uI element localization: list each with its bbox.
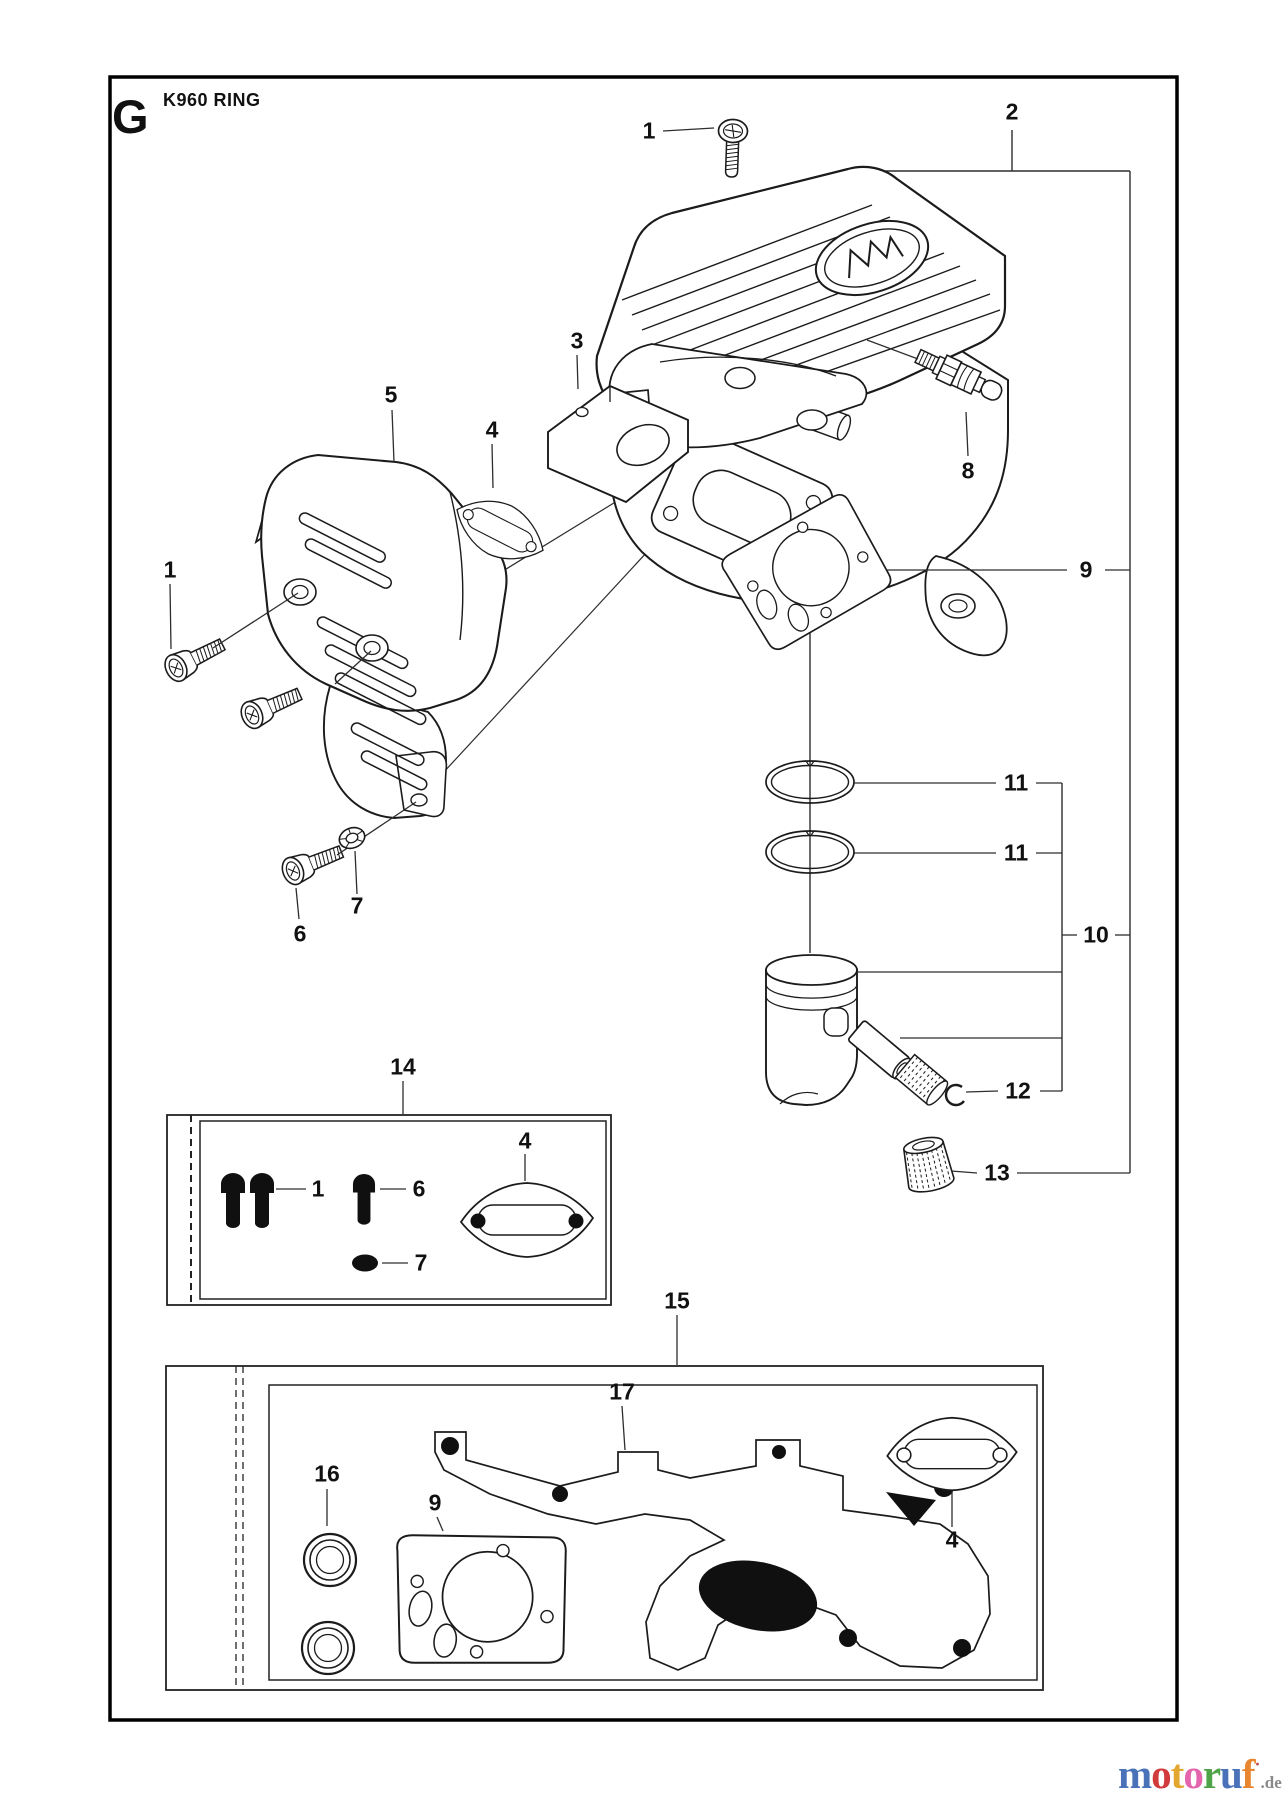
crank-seal-1-drawing	[302, 1532, 358, 1588]
motoruf-logo: motoruf·.de	[1118, 1750, 1282, 1798]
logo-letter: m	[1118, 1751, 1152, 1797]
callout-3-plate: 3	[570, 327, 584, 354]
callout-1-muffler-screw: 1	[163, 556, 177, 583]
callout-13-bearing: 13	[984, 1159, 1010, 1186]
wrist-pin-drawing	[848, 1020, 965, 1107]
callout-7-washer: 7	[350, 892, 364, 919]
cylinder-drawing	[595, 165, 1009, 657]
logo-letter: f	[1241, 1751, 1256, 1797]
crankcase-gasket-drawing	[434, 1431, 991, 1671]
kit-exhaust-gasket-drawing	[886, 1416, 1018, 1492]
callout-16-seals: 16	[314, 1460, 340, 1487]
callout-11-ring-1: 11	[1003, 769, 1029, 796]
kit-gasket-drawing	[460, 1182, 594, 1258]
callout-11-ring-2: 11	[1003, 839, 1029, 866]
callout-1-cylinder-screw: 1	[642, 117, 656, 144]
muffler-drawing	[254, 453, 508, 819]
crank-seal-2-drawing	[300, 1620, 356, 1676]
decompression-valve-drawing	[914, 348, 1003, 401]
callout-10-piston: 10	[1083, 921, 1109, 948]
cylinder-screw-drawing	[717, 118, 749, 178]
logo-letter: o	[1183, 1751, 1203, 1797]
callout-12-circlip: 12	[1005, 1077, 1031, 1104]
logo-domain-suffix: .de	[1260, 1773, 1282, 1792]
callout-17-crank-gasket: 17	[609, 1378, 635, 1405]
logo-tick: ·	[1254, 1754, 1261, 1774]
callout-6-kit-screw: 6	[412, 1175, 426, 1202]
callout-4-kit-gasket-2: 4	[945, 1526, 959, 1553]
callout-9-kit-gasket: 9	[428, 1489, 442, 1516]
callout-5-muffler: 5	[384, 381, 398, 408]
gasket-kit-box	[165, 1365, 1044, 1691]
callout-8-decomp-valve: 8	[961, 457, 975, 484]
callout-7-kit-plug: 7	[414, 1249, 428, 1276]
exhaust-plate-drawing	[547, 384, 689, 504]
logo-letter: r	[1202, 1751, 1221, 1797]
kit-screws-drawing	[221, 1173, 378, 1272]
callout-2-cylinder-assy: 2	[1005, 98, 1019, 125]
callout-4-gasket: 4	[485, 416, 499, 443]
needle-bearing-drawing	[903, 1136, 955, 1193]
leader-lines	[169, 127, 1130, 1532]
callout-4-kit-gasket: 4	[518, 1127, 532, 1154]
brand-emblem	[814, 220, 930, 296]
section-letter: G	[112, 90, 149, 143]
callout-6-screw: 6	[293, 920, 307, 947]
callout-1-kit-screws: 1	[311, 1175, 325, 1202]
piston-drawing	[765, 954, 858, 1106]
page-border	[108, 75, 1179, 1722]
callout-14-screw-kit: 14	[390, 1053, 416, 1080]
logo-letter: u	[1220, 1751, 1243, 1797]
logo-letter: t	[1170, 1751, 1185, 1797]
screw-kit-box	[166, 1114, 612, 1306]
exhaust-gasket-drawing	[444, 484, 556, 576]
callout-15-gasket-kit: 15	[664, 1287, 690, 1314]
muffler-screw-2-drawing	[236, 680, 306, 733]
washer-drawing	[338, 826, 366, 850]
kit-plug-drawing	[352, 1254, 378, 1272]
logo-letter: o	[1151, 1751, 1171, 1797]
kit-cylinder-gasket-drawing	[396, 1534, 567, 1664]
bottom-screw-drawing	[277, 837, 348, 889]
callout-9-base-gasket: 9	[1079, 556, 1093, 583]
page-title: K960 RING	[163, 90, 261, 110]
